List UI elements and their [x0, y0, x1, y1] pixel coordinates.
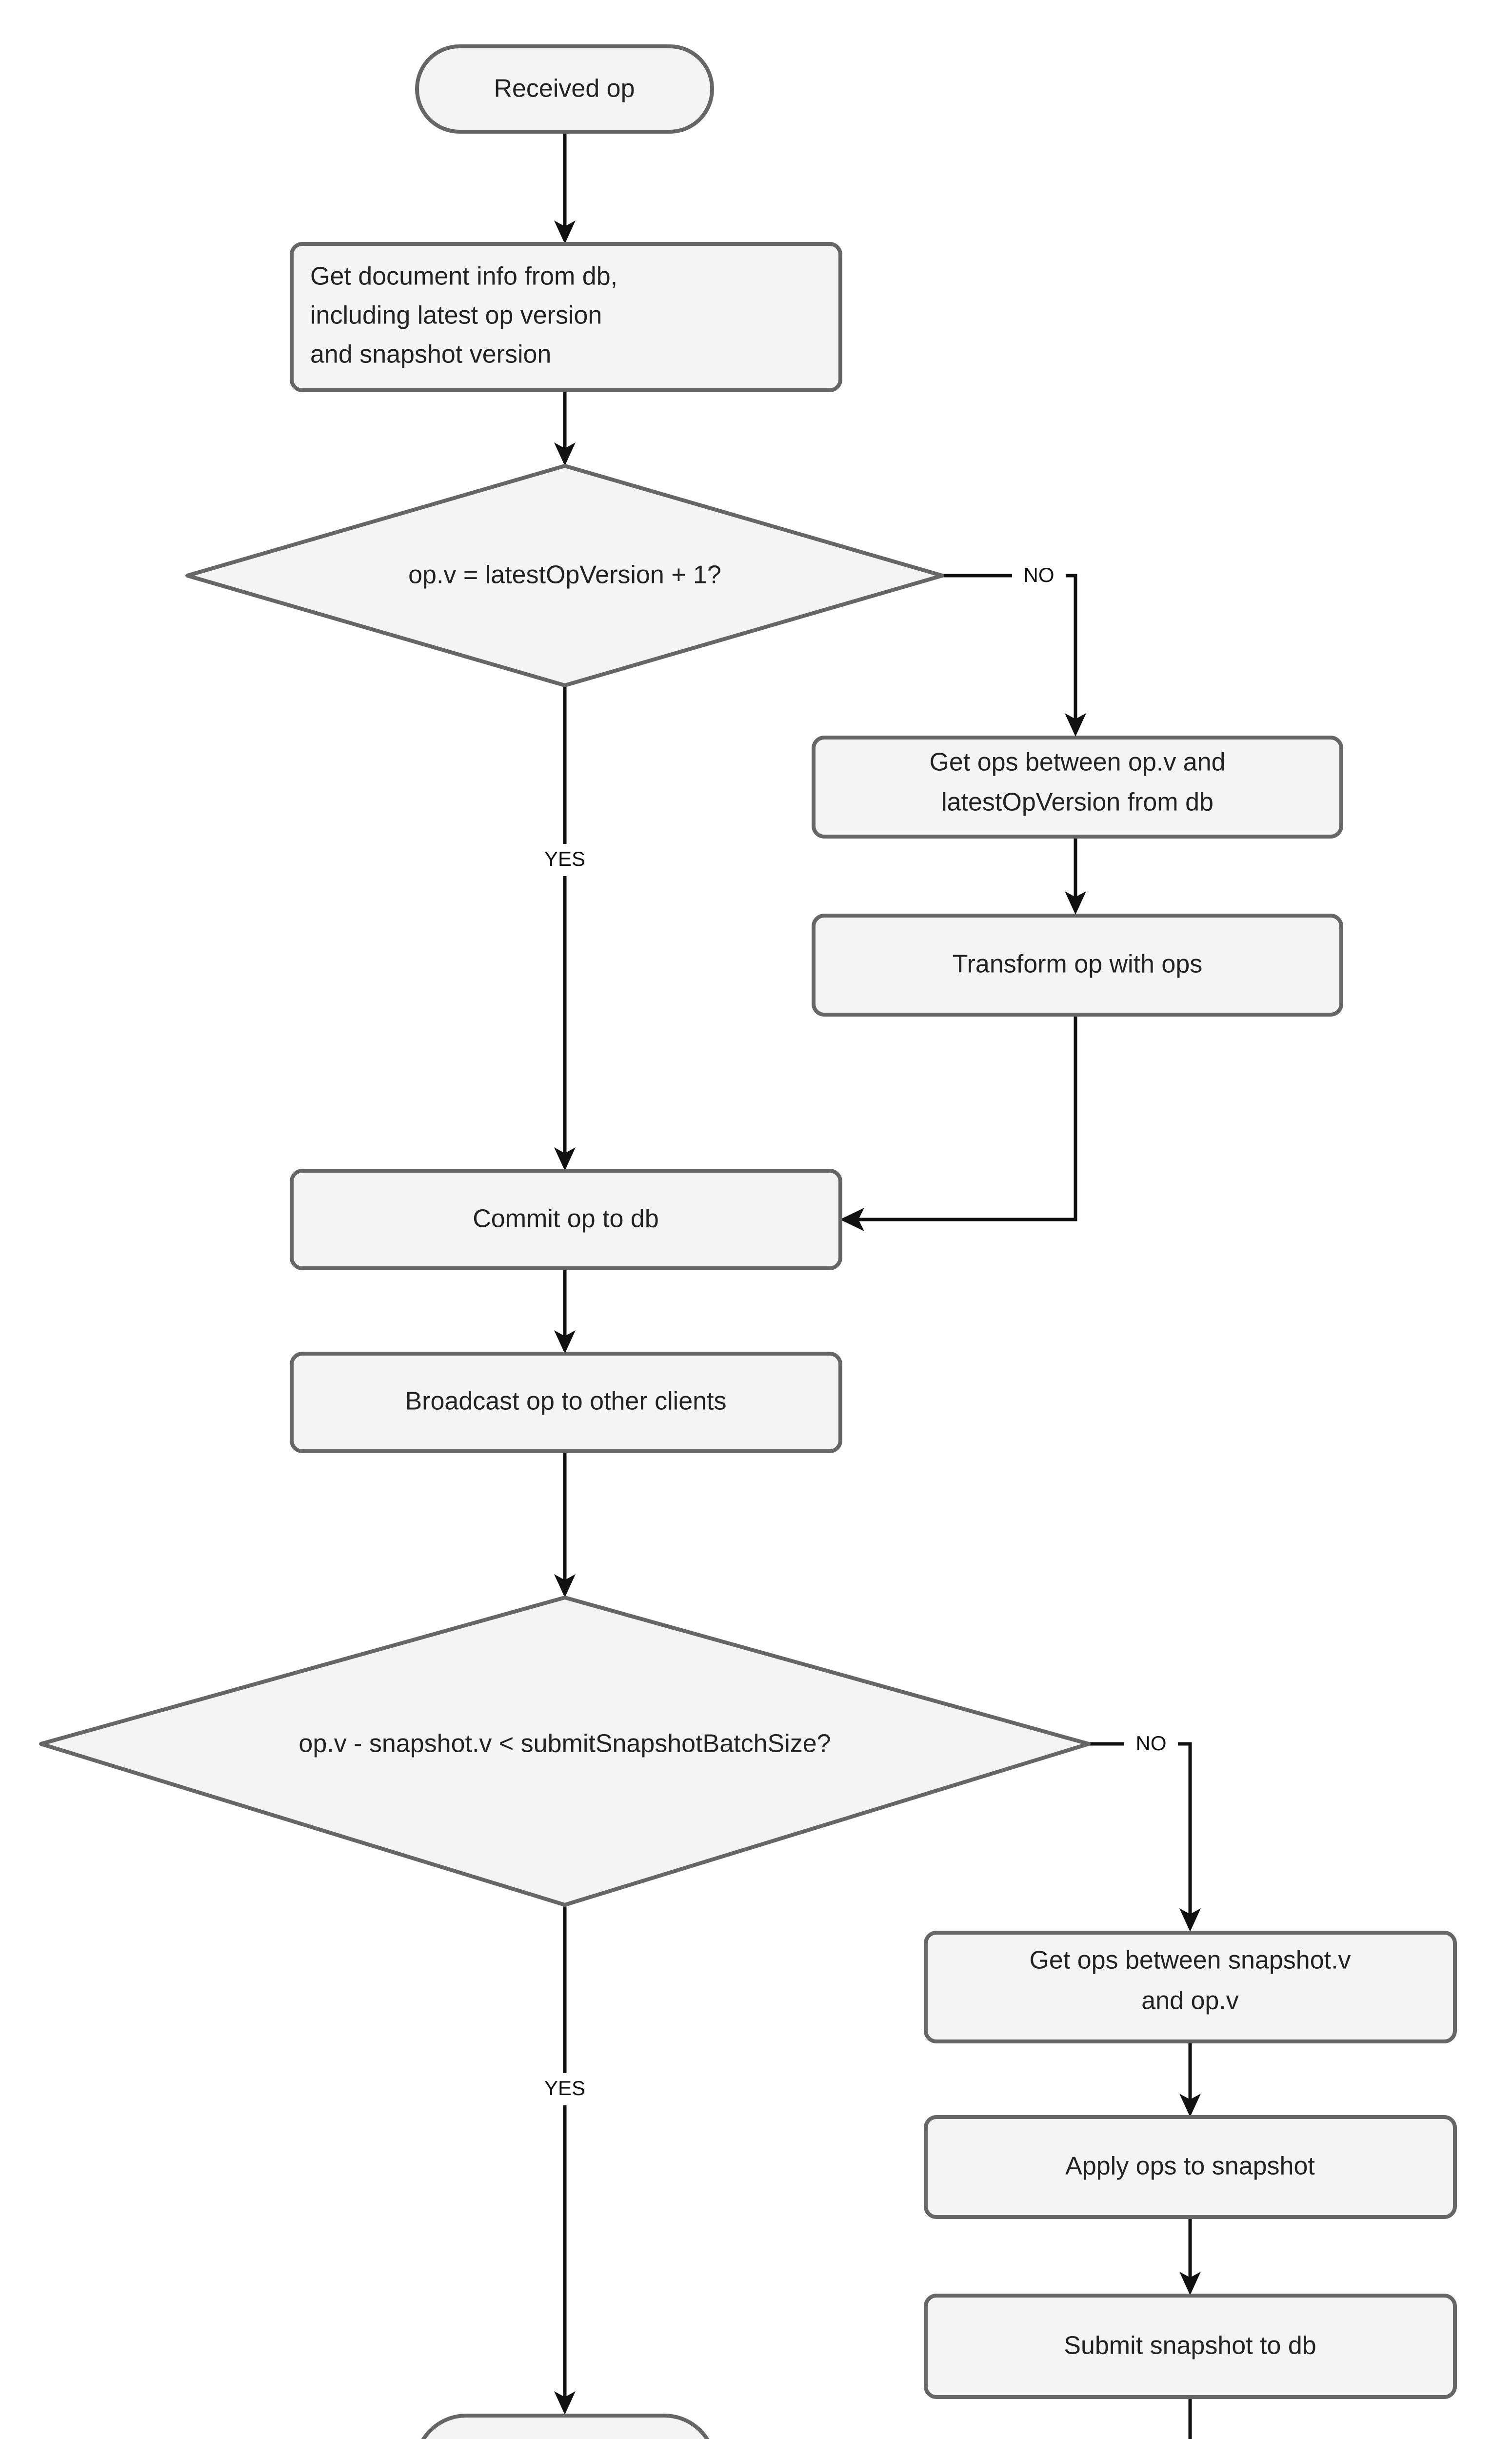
edge-label-yes-2: YES: [544, 2077, 585, 2099]
node-get-ops-range-line-1: Get ops between op.v and: [929, 748, 1225, 777]
node-end[interactable]: End process: [416, 2414, 715, 2439]
edge-check-version-yes: YES: [526, 685, 604, 1171]
edge-label-backdrop: [526, 844, 604, 876]
node-commit-op[interactable]: Commit op to db: [290, 1169, 842, 1270]
node-apply-ops-shape: [924, 2115, 1457, 2219]
node-commit-op-label: Commit op to db: [473, 1205, 659, 1233]
edge-check-batch-yes: YES: [526, 1905, 604, 2415]
node-check-batch-shape: [39, 1596, 1091, 1907]
arrowhead: [1065, 891, 1086, 915]
arrowhead: [554, 442, 576, 466]
edge-submit-snapshot-to-end: [1188, 2398, 1192, 2439]
arrowhead: [554, 1147, 576, 1171]
node-start[interactable]: Received op: [415, 44, 714, 134]
node-apply-ops-label: Apply ops to snapshot: [1065, 2152, 1315, 2180]
node-submit-snapshot[interactable]: Submit snapshot to db: [924, 2294, 1457, 2399]
arrowhead: [840, 1208, 864, 1231]
edge-label-backdrop: [1124, 1729, 1178, 1759]
edge-line: [1089, 1742, 1192, 1917]
node-get-ops-snapshot-line-2: and op.v: [1141, 1987, 1239, 2015]
node-get-doc-info-line-3: and snapshot version: [310, 340, 551, 369]
node-get-ops-range[interactable]: Get ops between op.v and latestOpVersion…: [812, 736, 1343, 839]
arrowhead: [1179, 2272, 1201, 2295]
edge-label-backdrop: [1012, 561, 1066, 591]
edge-check-batch-no: NO: [1089, 1729, 1201, 1932]
edge-apply-ops-to-submit-snapshot: [1179, 2217, 1201, 2295]
arrowhead: [1179, 1908, 1201, 1932]
edge-line: [942, 574, 1077, 722]
node-start-shape: [415, 44, 714, 134]
node-get-doc-info-line-2: including latest op version: [310, 301, 602, 330]
node-commit-op-shape: [290, 1169, 842, 1270]
edge-get-doc-info-to-check-version: [554, 390, 576, 466]
arrowhead: [554, 1330, 576, 1354]
edge-broadcast-op-to-check-batch: [554, 1451, 576, 1598]
node-transform-op-label: Transform op with ops: [953, 950, 1202, 979]
node-check-version-shape: [185, 464, 944, 687]
edge-line: [1188, 2398, 1192, 2439]
node-get-ops-snapshot-line-1: Get ops between snapshot.v: [1029, 1946, 1351, 1975]
edge-label-backdrop: [526, 2073, 604, 2105]
node-get-ops-range-shape: [812, 736, 1343, 839]
edge-start-to-get-doc-info: [554, 132, 576, 244]
arrowhead: [1179, 2094, 1201, 2117]
edge-check-version-no: NO: [942, 561, 1086, 737]
node-submit-snapshot-label: Submit snapshot to db: [1064, 2332, 1316, 2360]
node-broadcast-op-shape: [290, 1352, 842, 1453]
node-apply-ops[interactable]: Apply ops to snapshot: [924, 2115, 1457, 2219]
node-broadcast-op-label: Broadcast op to other clients: [405, 1387, 726, 1416]
node-transform-op[interactable]: Transform op with ops: [812, 914, 1343, 1017]
node-get-ops-snapshot-shape: [924, 1931, 1457, 2043]
node-transform-op-shape: [812, 914, 1343, 1017]
node-get-doc-info[interactable]: Get document info from db, including lat…: [290, 242, 842, 392]
node-broadcast-op[interactable]: Broadcast op to other clients: [290, 1352, 842, 1453]
arrowhead: [1065, 713, 1086, 737]
edge-get-ops-range-to-transform-op: [1065, 837, 1086, 915]
edge-line: [858, 1015, 1077, 1221]
edge-transform-op-to-commit-op: [840, 1015, 1077, 1231]
node-check-version-label: op.v = latestOpVersion + 1?: [408, 561, 721, 589]
node-check-batch-label: op.v - snapshot.v < submitSnapshotBatchS…: [298, 1730, 831, 1758]
arrowhead: [554, 1574, 576, 1598]
node-check-batch[interactable]: op.v - snapshot.v < submitSnapshotBatchS…: [39, 1596, 1091, 1907]
edge-label-no-2: NO: [1136, 1732, 1167, 1755]
edge-label-no-1: NO: [1024, 563, 1054, 586]
edge-commit-op-to-broadcast-op: [554, 1268, 576, 1354]
arrowhead: [554, 220, 576, 244]
arrowhead: [554, 2391, 576, 2415]
node-get-ops-snapshot[interactable]: Get ops between snapshot.v and op.v: [924, 1931, 1457, 2043]
node-end-shape: [421, 2414, 710, 2439]
edge-get-ops-snapshot-to-apply-ops: [1179, 2041, 1201, 2117]
node-check-version[interactable]: op.v = latestOpVersion + 1?: [185, 464, 944, 687]
node-submit-snapshot-shape: [924, 2294, 1457, 2399]
node-start-label: Received op: [494, 75, 635, 103]
node-get-doc-info-shape: [290, 242, 842, 392]
node-get-doc-info-line-1: Get document info from db,: [310, 262, 617, 291]
edge-label-yes-1: YES: [544, 847, 585, 870]
node-get-ops-range-line-2: latestOpVersion from db: [941, 788, 1214, 817]
